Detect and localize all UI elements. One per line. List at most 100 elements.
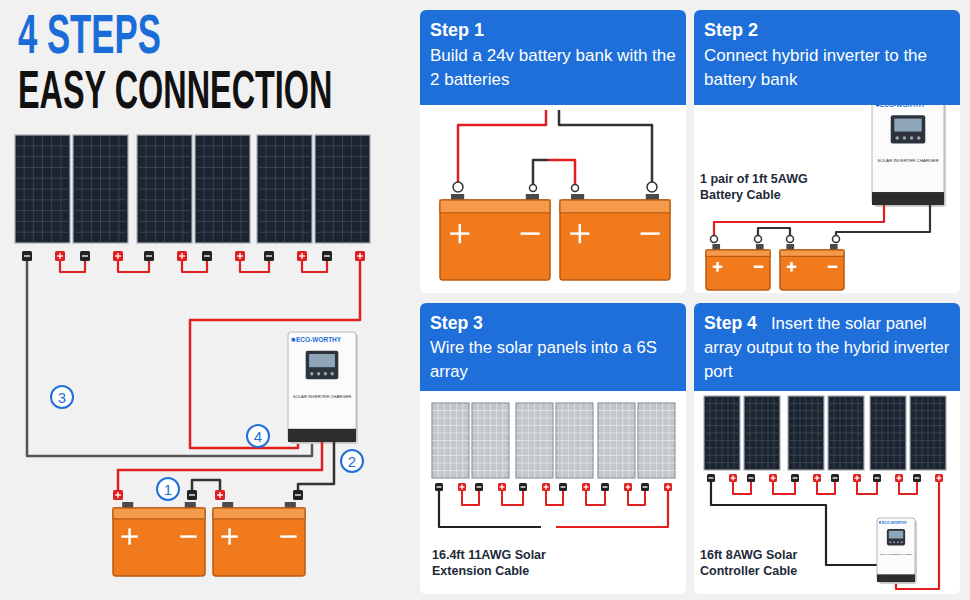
callout-circle: 4 xyxy=(246,424,270,448)
inverter-button xyxy=(901,541,903,543)
hybrid-inverter xyxy=(288,332,358,444)
battery-lid xyxy=(440,200,550,213)
cell-line xyxy=(472,448,509,449)
cell-line xyxy=(704,410,740,411)
cell-line xyxy=(828,462,864,463)
panel-frame xyxy=(315,135,370,243)
cell-line xyxy=(516,410,553,411)
cell-line xyxy=(556,463,593,464)
panel-ground xyxy=(694,10,960,293)
wire xyxy=(758,228,790,236)
cell-line xyxy=(432,418,469,419)
cell-line xyxy=(257,232,312,233)
negative-connector xyxy=(873,474,881,482)
cell-line xyxy=(910,433,946,434)
cell-line xyxy=(638,425,675,426)
cell-line xyxy=(744,462,780,463)
cell-line xyxy=(432,425,469,426)
cell-line xyxy=(195,145,250,146)
battery-lid xyxy=(113,508,205,519)
polarity-mark xyxy=(603,486,608,487)
solar-panel xyxy=(195,135,250,243)
cell-line xyxy=(788,433,824,434)
cell-line xyxy=(638,463,675,464)
cell-line xyxy=(704,425,740,426)
battery-body xyxy=(560,200,670,280)
cell-line xyxy=(73,221,128,222)
cell-line xyxy=(257,199,312,200)
connector-body xyxy=(913,474,921,482)
connector-body xyxy=(707,474,715,482)
cable-caption: 16ft 8AWG Solar Controller Cable xyxy=(700,548,820,579)
wire xyxy=(502,491,523,505)
polarity-mark xyxy=(545,485,546,490)
cell-line xyxy=(472,440,509,441)
polarity-mark xyxy=(521,486,526,487)
plus-mark xyxy=(228,528,231,544)
connector-body xyxy=(202,251,212,261)
cell-line xyxy=(704,418,740,419)
brand-name: ECO-WORTHY xyxy=(882,521,907,525)
wire xyxy=(548,160,575,185)
connector-body xyxy=(215,490,225,500)
positive-connector xyxy=(297,251,307,261)
inverter-screen-frame xyxy=(891,115,926,143)
inverter-screen-frame xyxy=(887,529,905,546)
solar-panel xyxy=(638,403,675,478)
wire xyxy=(586,491,605,505)
cell-line xyxy=(137,232,192,233)
connector-body xyxy=(747,474,755,482)
connector-body xyxy=(813,474,821,482)
solar-panel xyxy=(744,396,780,470)
solar-panel xyxy=(516,403,553,478)
wire xyxy=(556,491,668,527)
cell-line xyxy=(15,210,70,211)
step-header-band: Step 1Build a 24v battery bank with the … xyxy=(420,10,686,105)
cell-line xyxy=(744,418,780,419)
cell-line xyxy=(137,167,192,168)
panel-ground xyxy=(694,303,960,594)
negative-connector xyxy=(475,483,483,491)
cell-line xyxy=(137,221,192,222)
cell-line xyxy=(516,425,553,426)
cell-line xyxy=(195,199,250,200)
wire xyxy=(899,482,917,494)
cell-line xyxy=(195,189,250,190)
negative-connector xyxy=(707,474,715,482)
inverter-body xyxy=(872,97,944,205)
wire xyxy=(118,261,149,272)
cell-line xyxy=(598,463,635,464)
battery xyxy=(560,194,670,280)
cell-line xyxy=(598,418,635,419)
connector-body xyxy=(873,474,881,482)
connector-body xyxy=(144,251,154,261)
cell-line xyxy=(910,440,946,441)
step-header-band: Step 3Wire the solar panels into a 6S ar… xyxy=(420,303,686,391)
cell-line xyxy=(257,167,312,168)
negative-connector xyxy=(144,251,154,261)
connector-body xyxy=(664,483,672,491)
cell-line xyxy=(788,410,824,411)
negative-connector xyxy=(435,483,443,491)
cell-line xyxy=(315,199,370,200)
connector-body xyxy=(322,251,332,261)
connector-body xyxy=(542,483,550,491)
connector-body xyxy=(641,483,649,491)
cell-line xyxy=(516,418,553,419)
positive-connector xyxy=(177,251,187,261)
polarity-mark xyxy=(667,485,668,490)
inverter-base xyxy=(872,192,944,205)
minus-mark xyxy=(280,535,296,538)
connector-body xyxy=(498,483,506,491)
solar-panel xyxy=(137,135,192,243)
cell-line xyxy=(638,448,675,449)
cell-line xyxy=(137,145,192,146)
step-heading: Step 3 xyxy=(430,311,676,336)
plus-mark xyxy=(128,528,131,544)
cable-caption: 16.4ft 11AWG Solar Extension Cable xyxy=(432,548,602,579)
cell-line xyxy=(870,403,906,404)
negative-connector xyxy=(80,251,90,261)
battery-lid xyxy=(780,250,844,256)
wire xyxy=(60,261,85,272)
cell-line xyxy=(870,410,906,411)
